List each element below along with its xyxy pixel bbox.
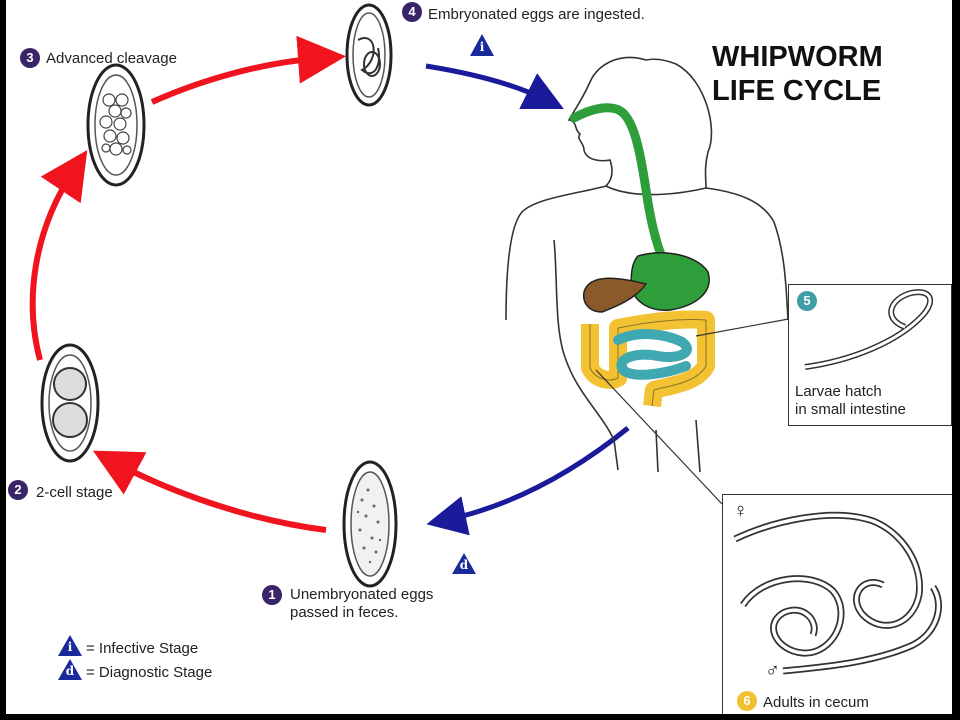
stage-1-badge: 1 bbox=[262, 585, 282, 605]
stage-4-label: Embryonated eggs are ingested. bbox=[428, 6, 645, 23]
pointer-to-larvae bbox=[695, 317, 795, 337]
diagnostic-stage-marker bbox=[452, 553, 476, 574]
legend-infective-text: = Infective Stage bbox=[86, 640, 199, 657]
legend-diagnostic-letter: d bbox=[65, 664, 75, 678]
diagram-title: WHIPWORM LIFE CYCLE bbox=[712, 40, 883, 108]
infective-stage-marker bbox=[470, 34, 494, 56]
stage-2-badge: 2 bbox=[8, 480, 28, 500]
adult-worms bbox=[733, 511, 942, 675]
egg-2-cell bbox=[40, 343, 100, 463]
digestive-tract bbox=[569, 103, 715, 408]
arrow-3-to-4 bbox=[150, 35, 346, 105]
pointer-to-adults bbox=[595, 369, 723, 505]
diagram-artwork bbox=[29, 3, 795, 680]
male-symbol: ♂ bbox=[765, 660, 780, 682]
stage-6-badge: 6 bbox=[737, 691, 757, 711]
legend-infective-marker bbox=[58, 635, 82, 656]
title-line-1: WHIPWORM bbox=[712, 41, 883, 73]
stage-5-badge: 5 bbox=[797, 291, 817, 311]
stage-1-label-line-2: passed in feces. bbox=[290, 604, 399, 621]
arrow-host-to-1 bbox=[426, 426, 630, 536]
legend-diagnostic-marker bbox=[58, 659, 82, 680]
human-host bbox=[505, 56, 789, 473]
infective-stage-marker-letter: i bbox=[479, 40, 485, 54]
egg-advanced-cleavage bbox=[86, 63, 146, 187]
larvae-panel: 5 Larvae hatch in small intestine bbox=[788, 284, 952, 426]
arrow-2-to-3 bbox=[29, 150, 88, 361]
larva-worm bbox=[804, 289, 934, 370]
adults-panel: ♀ ♂ 6 Adults in cecum bbox=[722, 494, 952, 714]
diagram-canvas: WHIPWORM LIFE CYCLE 4 Embryonated eggs a… bbox=[6, 0, 952, 714]
arrow-4-to-host bbox=[425, 63, 564, 109]
title-line-2: LIFE CYCLE bbox=[712, 75, 882, 107]
stage-6-label: Adults in cecum bbox=[763, 694, 869, 711]
egg-embryonated bbox=[345, 3, 393, 107]
legend-infective-letter: i bbox=[67, 640, 73, 654]
stage-1-label-line-1: Unembryonated eggs bbox=[290, 586, 434, 603]
stage-3-badge: 3 bbox=[20, 48, 40, 68]
stage-4-badge: 4 bbox=[402, 2, 422, 22]
arrow-1-to-2 bbox=[92, 450, 327, 533]
stage-2-label: 2-cell stage bbox=[36, 484, 113, 501]
stage-5-label-line-2: in small intestine bbox=[795, 401, 906, 418]
egg-unembryonated bbox=[342, 460, 398, 588]
female-symbol: ♀ bbox=[733, 500, 748, 522]
diagnostic-stage-marker-letter: d bbox=[459, 558, 469, 572]
stage-5-label-line-1: Larvae hatch bbox=[795, 383, 882, 400]
legend-diagnostic-text: = Diagnostic Stage bbox=[86, 664, 213, 681]
stage-3-label: Advanced cleavage bbox=[46, 50, 177, 67]
